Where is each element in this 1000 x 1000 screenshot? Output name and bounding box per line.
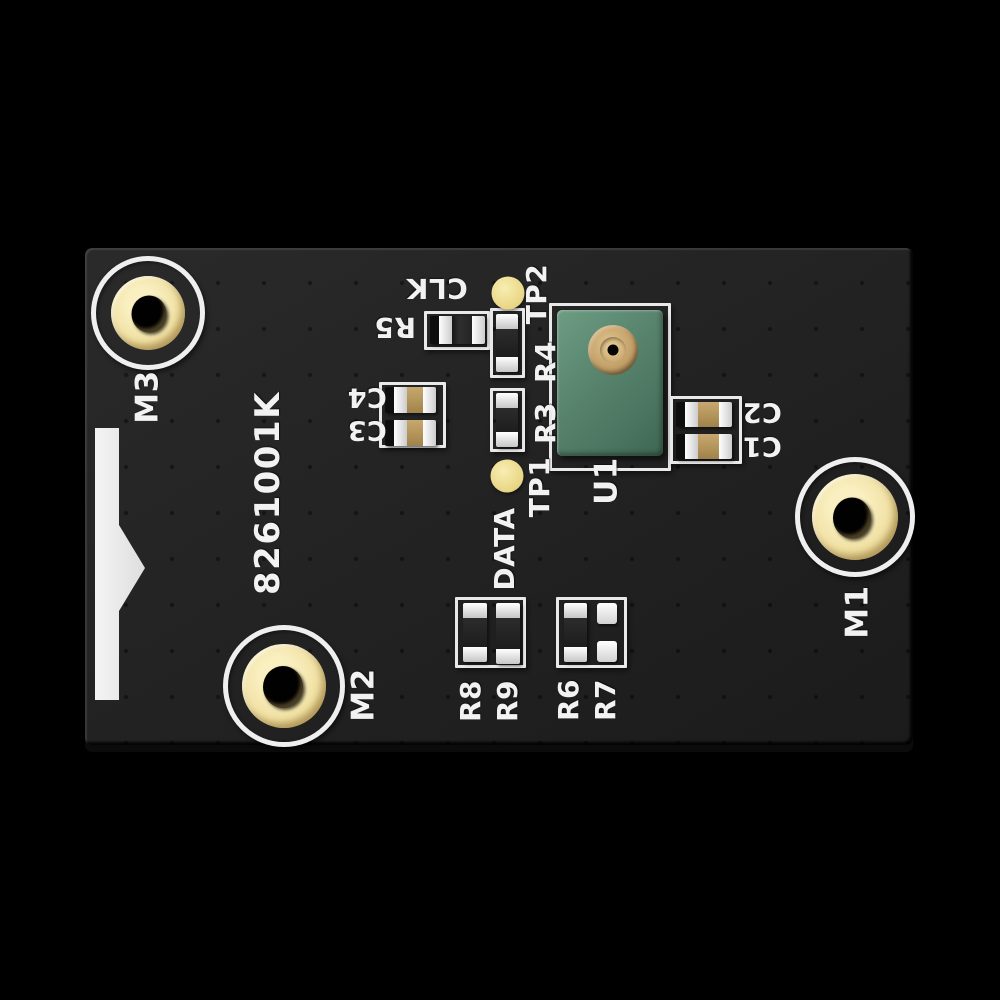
r7-label: R7	[589, 678, 622, 722]
r9-cap-bottom	[496, 649, 520, 664]
r8-cap-top	[463, 603, 487, 618]
data-signal-label: DATA	[488, 507, 521, 591]
c1-label: C1	[742, 430, 782, 462]
r6-cap-top	[564, 603, 587, 618]
r3-silkscreen-outline	[490, 388, 525, 452]
c2-body	[698, 402, 719, 427]
tp2-label: TP2	[520, 263, 553, 325]
c4-cap-left	[394, 387, 407, 413]
c3-cap-right	[423, 420, 436, 446]
mounting-hole-ring-m3	[91, 256, 205, 370]
mounting-hole-label-m3: M3	[129, 370, 166, 424]
c4-capacitor-chip	[385, 387, 436, 413]
mounting-hole-label-m1: M1	[839, 585, 876, 639]
c3-label: C3	[347, 414, 387, 446]
c2-capacitor-chip	[676, 402, 732, 427]
r5-resistor-chip	[430, 316, 485, 344]
c4-label: C4	[347, 381, 387, 413]
r5-label: R5	[373, 311, 417, 344]
test-point-pad-tp2	[491, 276, 525, 310]
r3-label: R3	[529, 401, 562, 445]
c2-cap-right	[719, 402, 732, 427]
mounting-hole-ring-m1	[795, 457, 915, 577]
drill-hole-m1	[833, 497, 871, 539]
clk-signal-label: CLK	[406, 272, 468, 305]
r8-cap-bottom	[463, 647, 487, 662]
r9-label: R9	[491, 679, 524, 723]
r8-body	[463, 618, 487, 647]
u1-silkscreen-outline	[549, 303, 671, 471]
test-point-pad-tp1	[490, 459, 524, 493]
c3-cap-left	[394, 420, 407, 446]
c2-label: C2	[742, 396, 782, 428]
c1-cap-left	[685, 434, 698, 459]
r6-body	[564, 618, 587, 647]
r5-end	[430, 316, 439, 344]
r3-cap-bottom	[496, 432, 518, 447]
r3-resistor-chip	[496, 393, 518, 447]
c1-cap-right	[719, 434, 732, 459]
c3-c4-silkscreen-outline	[379, 382, 446, 448]
r9-cap-top	[496, 603, 520, 618]
r9-body	[496, 618, 520, 649]
r4-silkscreen-outline	[490, 308, 525, 378]
mic-port-hole	[607, 344, 619, 356]
r5-silkscreen-outline	[424, 311, 490, 350]
r3-body	[496, 408, 518, 432]
r6-label: R6	[552, 678, 585, 722]
r7-pad-top	[597, 603, 617, 624]
c3-end	[385, 420, 394, 446]
drill-hole-m3	[131, 295, 167, 333]
r6-cap-bottom	[564, 647, 587, 662]
mounting-hole-label-m2: M2	[345, 668, 382, 722]
c2-cap-left	[685, 402, 698, 427]
r8-r9-silkscreen-outline	[455, 597, 526, 668]
r5-cap-left	[439, 316, 452, 344]
c3-capacitor-chip	[385, 420, 436, 446]
tp1-label: TP1	[523, 456, 556, 518]
r4-cap-top	[496, 314, 518, 329]
r5-cap-right	[472, 316, 485, 344]
r4-cap-bottom	[496, 357, 518, 372]
r9-resistor-chip	[496, 603, 520, 664]
r6-resistor-chip	[564, 603, 587, 662]
r8-resistor-chip	[463, 603, 487, 662]
u1-label: U1	[588, 457, 625, 505]
r5-body	[452, 316, 472, 344]
c4-end	[385, 387, 394, 413]
c4-body	[407, 387, 423, 413]
drill-hole-m2	[263, 666, 303, 708]
r4-body	[496, 329, 518, 357]
c2-end	[676, 402, 685, 427]
c1-end	[676, 434, 685, 459]
r4-label: R4	[529, 340, 562, 384]
r7-pad-bottom	[597, 641, 617, 662]
c4-cap-right	[423, 387, 436, 413]
mounting-hole-ring-m2	[223, 625, 345, 747]
c1-body	[698, 434, 719, 459]
r4-resistor-chip	[496, 314, 518, 372]
part-number-label: 8261001K	[248, 391, 288, 595]
r3-cap-top	[496, 393, 518, 408]
c1-c2-silkscreen-outline	[670, 396, 742, 464]
c1-capacitor-chip	[676, 434, 732, 459]
r6-r7-silkscreen-outline	[556, 597, 627, 668]
r8-label: R8	[454, 679, 487, 723]
c3-body	[407, 420, 423, 446]
